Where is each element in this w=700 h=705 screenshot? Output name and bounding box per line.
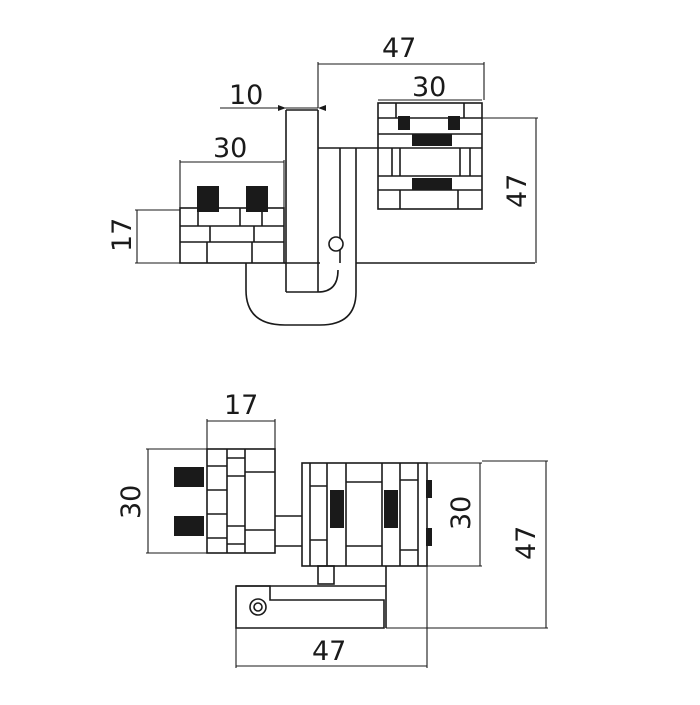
- dim-bottom-right-block-height: 30: [446, 496, 477, 530]
- bottom-view: 17 30 30 47 47: [116, 390, 548, 668]
- top-left-clamp-block: [179, 186, 285, 264]
- dim-bottom-width: 47: [312, 636, 346, 667]
- bottom-arm: [235, 565, 387, 629]
- top-pivot-pin: [328, 236, 344, 252]
- dim-top-left-block-height: 17: [107, 218, 138, 252]
- dim-bottom-left-block-width: 17: [224, 390, 258, 421]
- dim-top-overall-width: 47: [382, 33, 416, 64]
- top-right-clamp-block: [377, 102, 483, 210]
- bottom-right-clamp-block: [301, 462, 432, 567]
- dim-top-right-block-width: 30: [412, 72, 446, 103]
- top-view: 47 10 30 30 47 17: [107, 33, 538, 326]
- bottom-dimension-lines: [146, 419, 548, 668]
- bottom-left-clamp-block: [174, 448, 276, 554]
- top-u-bracket: [245, 109, 535, 326]
- dim-top-left-block-width: 30: [213, 133, 247, 164]
- dim-top-gap: 10: [229, 80, 263, 111]
- dim-bottom-left-block-height: 30: [116, 485, 147, 519]
- dim-top-right-block-height: 47: [502, 174, 533, 208]
- dim-bottom-overall-height: 47: [511, 526, 542, 560]
- bottom-shaft: [275, 515, 302, 547]
- top-dimension-lines: [135, 62, 538, 264]
